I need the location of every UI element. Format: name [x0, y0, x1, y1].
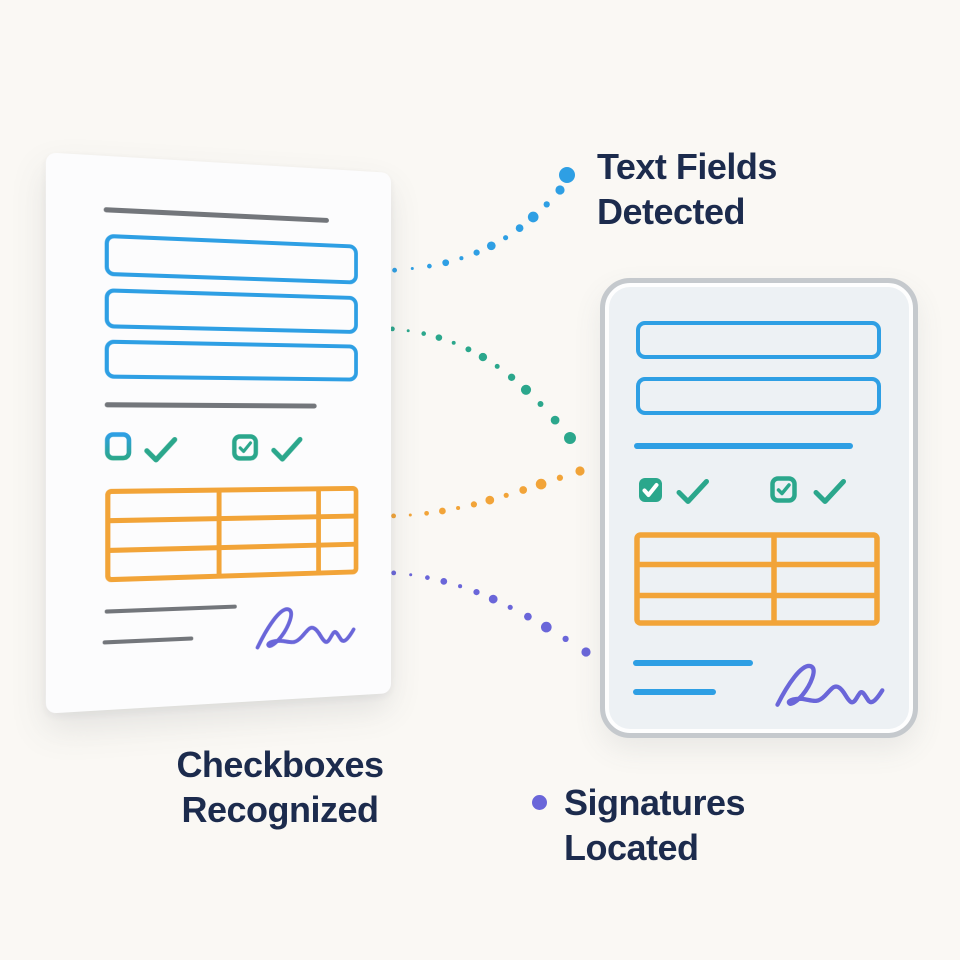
detected-text-field-2	[636, 377, 881, 415]
checkbox-unchecked-icon	[105, 432, 132, 461]
table-to-processed-doc-dot	[556, 474, 564, 481]
text-field-to-label-dot	[442, 259, 450, 267]
text-field-to-label-dot	[515, 224, 524, 232]
text-fields-label-line1: Text Fields	[597, 146, 777, 187]
text-field-to-processed-doc-dot	[478, 352, 488, 362]
signature-to-processed-doc-dot	[524, 612, 532, 621]
table-to-processed-doc-dot	[503, 492, 509, 498]
text-field-to-label-dot	[486, 241, 496, 251]
footer-line-2	[102, 636, 194, 645]
signature-to-processed-doc-dot	[507, 604, 513, 610]
text-fields-bullet-dot	[559, 167, 575, 183]
signature-stroke	[253, 596, 356, 657]
signature-to-processed-doc-dot	[425, 575, 430, 580]
detected-footer-line-1	[633, 660, 753, 666]
text-field-3	[104, 339, 358, 382]
text-field-to-processed-doc-dot	[520, 384, 532, 395]
signature-to-processed-doc-dot	[488, 594, 498, 604]
table-to-processed-doc-dot	[535, 478, 547, 490]
text-field-to-label-dot	[459, 256, 464, 261]
signature-to-processed-doc-dot	[391, 570, 397, 576]
text-field-to-processed-doc-dot	[507, 373, 516, 381]
signatures-label-line1: Signatures	[564, 782, 746, 823]
footer-line-1	[104, 604, 237, 614]
processed-document	[600, 278, 918, 738]
checkboxes-label-line1: Checkboxes	[176, 744, 384, 785]
checkboxes-label: Checkboxes Recognized	[110, 742, 450, 832]
text-field-to-label-dot	[527, 211, 539, 223]
signature-to-processed-doc-dot	[409, 573, 413, 577]
text-field-to-processed-doc-dot	[451, 340, 456, 345]
text-field-to-processed-doc-dot	[421, 331, 426, 336]
table-grid	[105, 485, 359, 582]
text-field-to-processed-doc-dot	[494, 363, 500, 369]
checkmark-icon	[813, 479, 846, 504]
signatures-bullet-dot	[532, 795, 547, 810]
signature-to-processed-doc-dot	[473, 589, 480, 596]
table-to-processed-doc-dot	[575, 466, 585, 476]
checkbox-checked-outline-icon	[770, 476, 797, 503]
text-field-2	[104, 288, 358, 334]
text-field-to-label-dot	[473, 249, 480, 256]
signature-to-processed-doc-dot	[581, 647, 591, 657]
signatures-label-line2: Located	[564, 827, 699, 868]
detected-text-field-1	[636, 321, 881, 359]
checkboxes-label-line2: Recognized	[181, 789, 379, 830]
text-fields-label: Text Fields Detected	[597, 144, 777, 234]
checkmark-icon	[271, 436, 304, 463]
text-field-to-processed-doc-dot	[406, 329, 410, 333]
table-to-processed-doc-dot	[470, 501, 477, 508]
detected-footer-line-2	[633, 689, 716, 695]
table-to-processed-doc-dot	[391, 513, 397, 519]
signatures-label: Signatures Located	[564, 780, 746, 870]
text-field-to-label-dot	[427, 263, 432, 269]
table-to-processed-doc-dot	[485, 495, 495, 505]
table-to-processed-doc-dot	[408, 513, 412, 517]
text-field-to-processed-doc-dot	[550, 415, 560, 425]
text-field-to-processed-doc-dot	[564, 432, 576, 444]
section-divider-line	[104, 402, 317, 409]
document-title-line	[103, 207, 329, 223]
checkbox-checked-filled-icon	[639, 478, 662, 502]
text-field-to-processed-doc-dot	[537, 401, 544, 407]
checkmark-icon	[144, 436, 178, 464]
table-to-processed-doc-dot	[424, 510, 429, 516]
text-field-to-label-dot	[410, 266, 414, 271]
signature-to-processed-doc-dot	[458, 584, 463, 589]
text-field-to-label-dot	[392, 267, 398, 273]
detected-divider-line	[634, 443, 853, 449]
table-to-processed-doc-dot	[456, 505, 461, 511]
text-field-to-label-dot	[555, 185, 565, 195]
source-document	[45, 152, 392, 714]
signature-to-processed-doc-dot	[562, 635, 569, 643]
detected-signature-stroke	[775, 664, 885, 707]
text-field-to-processed-doc-dot	[435, 334, 443, 341]
text-field-to-label-dot	[503, 235, 509, 241]
detected-table-grid	[634, 532, 880, 626]
signature-to-processed-doc-dot	[440, 578, 448, 585]
text-field-to-label-dot	[543, 201, 550, 208]
text-fields-label-line2: Detected	[597, 191, 746, 232]
signature-to-processed-doc-dot	[540, 621, 552, 633]
text-field-to-processed-doc-dot	[465, 346, 472, 353]
text-field-1	[104, 233, 358, 285]
checkbox-checked-icon	[232, 434, 258, 461]
checkmark-icon	[676, 479, 709, 504]
table-to-processed-doc-dot	[439, 507, 446, 515]
table-to-processed-doc-dot	[519, 486, 528, 494]
